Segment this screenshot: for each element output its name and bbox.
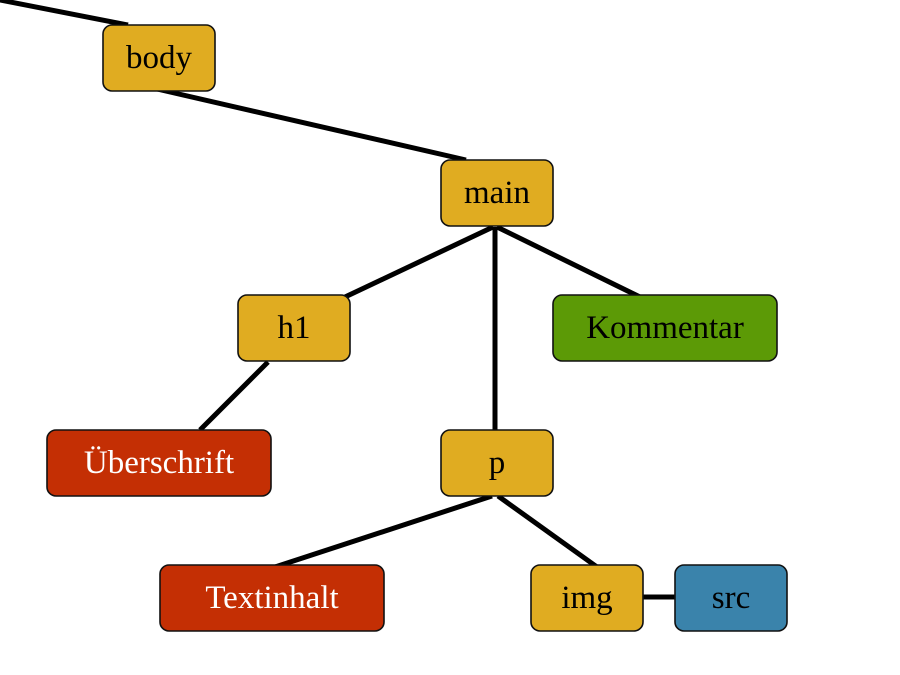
node-src: src (674, 564, 788, 632)
edge-p-textinhalt (274, 493, 493, 570)
node-label-body: body (126, 40, 193, 76)
node-label-textinhalt: Textinhalt (205, 580, 338, 616)
edge-body-main (156, 86, 467, 163)
node-label-src: src (712, 580, 750, 616)
edge-parent-body (0, 0, 129, 28)
node-textinhalt: Textinhalt (159, 564, 385, 632)
edge-h1-ueberschrift (198, 360, 270, 432)
node-ueberschrift: Überschrift (46, 429, 272, 497)
node-box-src (674, 564, 788, 632)
node-img: img (530, 564, 644, 632)
node-box-ueberschrift (46, 429, 272, 497)
node-p: p (440, 429, 554, 497)
node-label-main: main (464, 175, 530, 211)
edge-p-img (496, 493, 599, 570)
node-kommentar: Kommentar (552, 294, 778, 362)
node-label-p: p (489, 445, 506, 481)
node-box-textinhalt (159, 564, 385, 632)
node-box-h1 (237, 294, 351, 362)
node-label-kommentar: Kommentar (586, 310, 744, 346)
node-h1: h1 (237, 294, 351, 362)
edge-main-h1 (343, 224, 495, 300)
edges-layer (0, 0, 675, 600)
node-box-body (102, 24, 216, 92)
node-label-ueberschrift: Überschrift (84, 445, 234, 481)
node-body: body (102, 24, 216, 92)
node-box-kommentar (552, 294, 778, 362)
node-main: main (440, 159, 554, 227)
node-box-p (440, 429, 554, 497)
node-label-h1: h1 (278, 310, 311, 346)
node-label-img: img (561, 580, 612, 616)
edge-main-kommentar (495, 224, 642, 300)
node-box-img (530, 564, 644, 632)
node-box-main (440, 159, 554, 227)
